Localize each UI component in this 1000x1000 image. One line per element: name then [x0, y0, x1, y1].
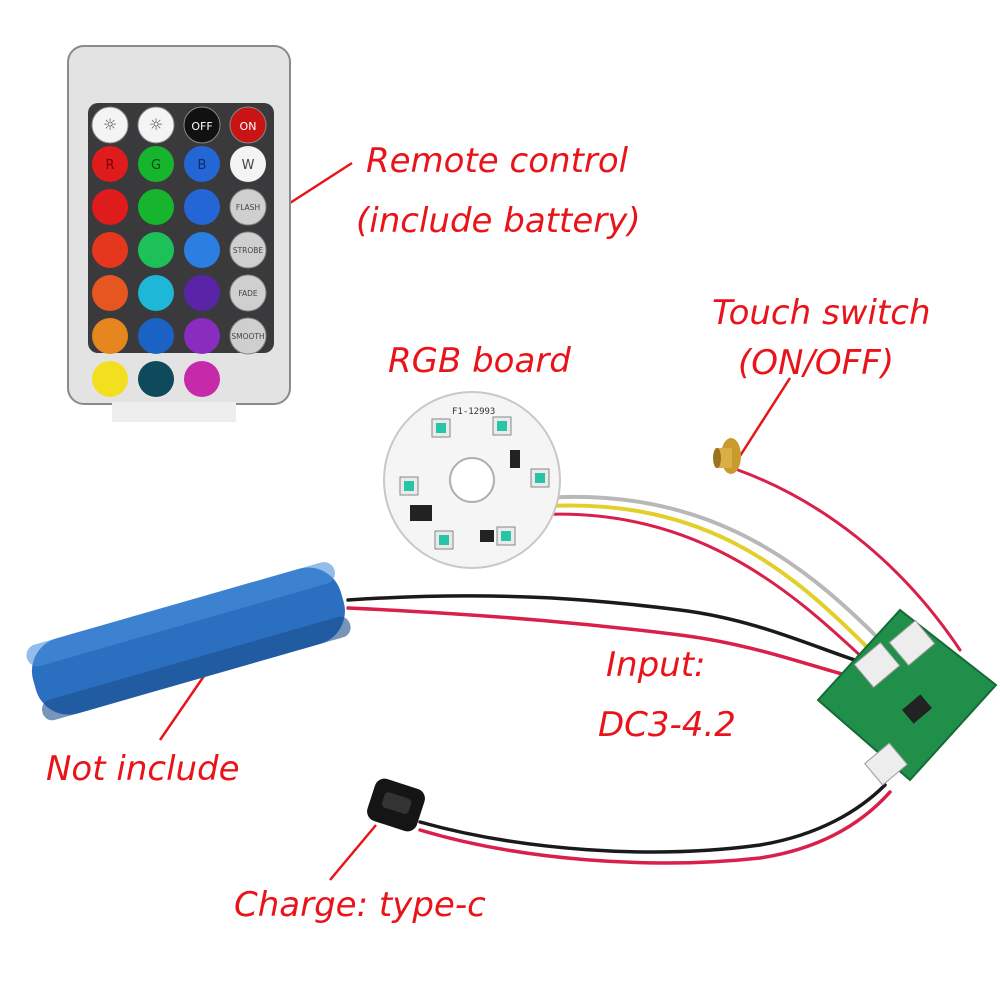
remote-mode-button-label: FADE — [238, 289, 258, 298]
touch-switch-leader-line — [738, 377, 792, 457]
remote-color-button — [138, 361, 174, 397]
remote-color-button — [92, 275, 128, 311]
battery-red-wire — [346, 606, 867, 682]
battery — [26, 562, 351, 721]
rgb-board-leds — [399, 416, 550, 550]
remote-mode-button — [229, 231, 267, 269]
input-label-line2: DC3-4.2 — [598, 705, 736, 745]
remote-color-button — [184, 275, 220, 311]
not-include-label: Not include — [46, 749, 240, 789]
wires — [346, 468, 962, 865]
remote-label-line2: (include battery) — [356, 201, 641, 241]
remote-color-button — [92, 146, 128, 182]
remote-mode-button — [229, 274, 267, 312]
remote-top-button — [229, 106, 267, 144]
remote-mode-button — [229, 317, 267, 355]
remote-top-button — [91, 106, 129, 144]
remote-leader-line — [289, 161, 353, 205]
remote-color-button — [92, 232, 128, 268]
rgb-red-wire — [520, 512, 867, 662]
remote-mode-button-label: STROBE — [233, 246, 264, 255]
remote-color-button — [184, 318, 220, 354]
remote-color-grid — [92, 189, 220, 397]
remote-top-button — [137, 106, 175, 144]
controller-ic — [902, 694, 932, 724]
remote-top-button-label: ☼ — [149, 115, 163, 134]
remote-color-button — [184, 361, 220, 397]
remote-mode-buttons: FLASH STROBE FADE SMOOTH — [229, 188, 267, 355]
battery-cell — [31, 567, 345, 715]
charge-red-wire — [418, 790, 892, 865]
remote-battery-tab — [112, 402, 236, 422]
yellow-wire — [518, 503, 872, 652]
rgb-board-chip-3 — [510, 450, 520, 468]
remote-top-button-label: OFF — [191, 120, 212, 133]
rgb-board-code: F1-12993 — [452, 407, 495, 417]
remote-top-buttons: ☼ ☼ OFF ON — [91, 106, 267, 144]
remote-color-button — [184, 232, 220, 268]
remote-mode-button-label: SMOOTH — [231, 332, 264, 341]
touch-switch-label-line2: (ON/OFF) — [738, 343, 895, 383]
remote-mode-button-label: FLASH — [236, 203, 260, 212]
rgb-board-hole — [449, 457, 495, 503]
touch-switch-label-line1: Touch switch — [712, 293, 931, 333]
battery-black-wire — [346, 594, 872, 667]
remote-color-button-label: W — [242, 158, 255, 173]
remote-color-button-label: B — [198, 158, 207, 173]
remote-color-button — [184, 146, 220, 182]
connector-input — [853, 641, 901, 689]
remote-mode-button — [229, 188, 267, 226]
remote-color-button — [184, 189, 220, 225]
connector-rgb — [888, 619, 936, 667]
remote-color-button — [92, 318, 128, 354]
remote-keypad-panel — [88, 103, 274, 353]
remote-color-button — [138, 146, 174, 182]
rgb-board-chip-2 — [480, 530, 494, 542]
type-c-port — [367, 778, 425, 832]
remote-top-button — [183, 106, 221, 144]
rgb-board-chip — [410, 505, 432, 521]
remote-color-button — [92, 361, 128, 397]
remote-color-button — [230, 146, 266, 182]
remote-control: ☼ ☼ OFF ON R G B W FLASH STROBE FADE SMOOTH — [67, 45, 291, 422]
controller-pcb — [816, 608, 998, 786]
remote-color-button — [138, 189, 174, 225]
remote-color-button — [138, 275, 174, 311]
remote-color-button — [138, 318, 174, 354]
remote-top-button-label: ☼ — [103, 115, 117, 134]
charge-black-wire — [418, 783, 887, 854]
rgb-board: F1-12993 — [383, 391, 561, 569]
connector-charge — [864, 742, 908, 786]
remote-color-button-label: R — [105, 158, 114, 173]
remote-top-button-label: ON — [240, 120, 257, 133]
touch-red-wire — [736, 468, 962, 652]
remote-label-line1: Remote control — [366, 141, 629, 181]
charge-label: Charge: type-c — [234, 885, 486, 925]
remote-color-button-label: G — [151, 158, 161, 173]
remote-color-button — [138, 232, 174, 268]
charge-leader-line — [329, 824, 377, 881]
remote-color-button — [92, 189, 128, 225]
rgb-board-label: RGB board — [388, 341, 571, 381]
touch-switch — [713, 438, 741, 474]
input-label-line1: Input: — [606, 645, 706, 685]
grey-wire — [518, 494, 882, 642]
